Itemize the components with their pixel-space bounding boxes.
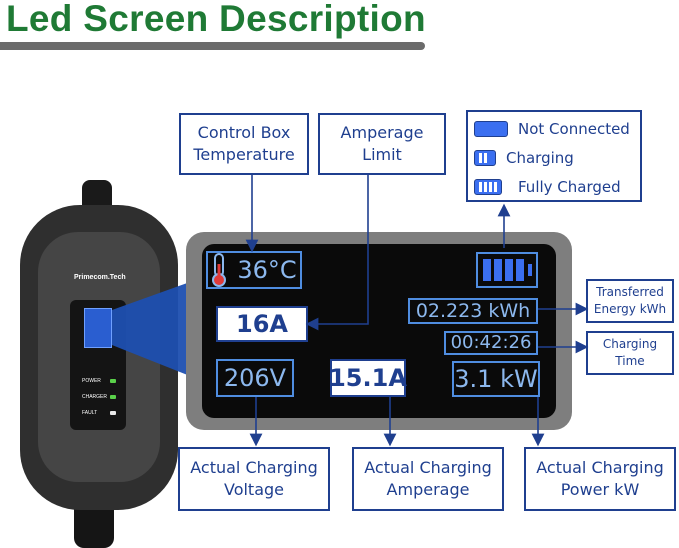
amperage-readout: 15.1A [329,359,407,397]
fault-led: FAULT [82,410,116,416]
battery-full-icon [474,179,502,195]
temperature-readout: 36°C [206,251,302,289]
charger-brand: Primecom.Tech [74,274,126,281]
energy-readout: 02.223 kWh [408,298,538,324]
legend-charging: Charging [474,149,574,167]
time-readout: 00:42:26 [444,331,538,355]
power-led: POWER [82,378,116,384]
battery-charging-icon [474,150,496,166]
voltage-readout: 206V [216,359,294,397]
legend-fully-charged: Fully Charged [474,178,621,196]
battery-empty-icon [474,121,508,137]
battery-status-legend: Not Connected Charging Fully Charged [466,110,642,202]
power-readout: 3.1 kW [452,361,540,397]
title-underline [0,42,425,50]
thermometer-icon [212,253,226,287]
charger-led: CHARGER [82,394,116,400]
charger-mini-screen [84,308,112,348]
battery-status-icon [476,252,538,288]
page-title: Led Screen Description [6,0,426,39]
legend-not-connected: Not Connected [474,120,630,138]
